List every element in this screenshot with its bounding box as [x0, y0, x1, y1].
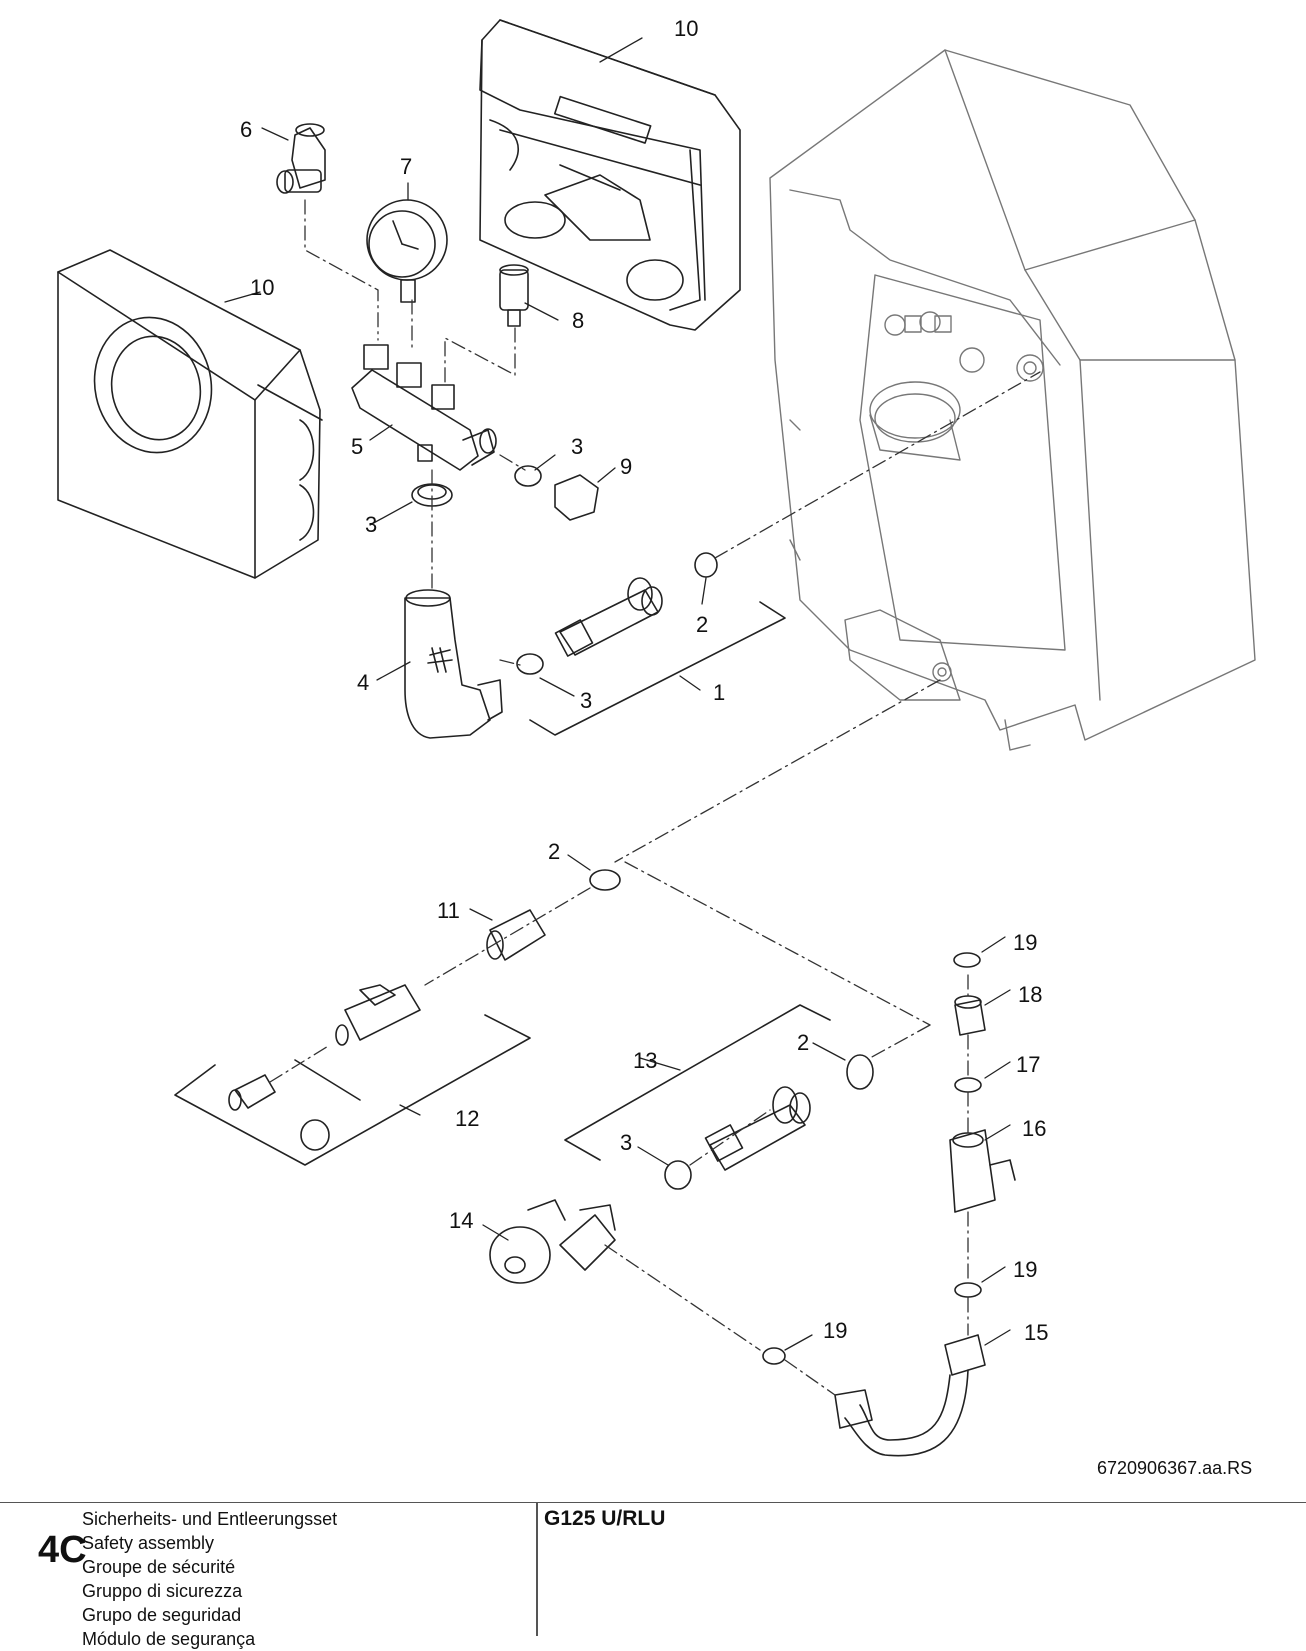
callout-18: 18	[1018, 982, 1042, 1007]
callout-10-left: 10	[250, 275, 274, 300]
model-name: G125 U/RLU	[544, 1507, 666, 1530]
section-titles: Sicherheits- und Entleerungsset Safety a…	[82, 1507, 337, 1651]
callout-5: 5	[351, 434, 363, 459]
callout-3-elbow: 3	[365, 512, 377, 537]
pressure-gauge	[366, 199, 448, 303]
callout-7: 7	[400, 154, 412, 179]
callout-1: 1	[713, 680, 725, 705]
callout-16: 16	[1022, 1116, 1046, 1141]
callout-4: 4	[357, 670, 369, 695]
callout-14: 14	[449, 1208, 473, 1233]
callout-19-top: 19	[1013, 930, 1037, 955]
elbow-fitting	[404, 589, 503, 739]
connection-pipe	[529, 577, 786, 736]
exploded-parts-diagram: 10 6 7 10 8 5 3 9 3 2 4 1 3 2 11 19 18 2…	[57, 16, 1256, 1457]
title-de: Sicherheits- und Entleerungsset	[82, 1509, 338, 1529]
leader-lines	[224, 37, 1011, 1351]
callout-8: 8	[572, 308, 584, 333]
insulation-shell-back	[479, 19, 741, 331]
seals-and-cap	[411, 465, 718, 675]
callout-6: 6	[240, 117, 252, 142]
callout-11: 11	[437, 898, 460, 923]
drain-valve-set	[174, 984, 531, 1166]
adapter-fitting	[486, 869, 621, 961]
callout-19-middle: 19	[1013, 1257, 1037, 1282]
callout-10-top: 10	[674, 16, 698, 41]
boiler-body	[769, 49, 1256, 751]
title-fr: Groupe de sécurité	[82, 1557, 236, 1577]
callout-2-lower: 2	[548, 839, 560, 864]
column-divider	[536, 1503, 538, 1636]
fill-connection-column	[762, 952, 1016, 1457]
callout-13: 13	[633, 1048, 657, 1073]
drain-cock	[489, 1199, 616, 1284]
assembly-lines	[269, 199, 1041, 1396]
drawing-reference: 6720906367.aa.RS	[1097, 1458, 1253, 1478]
callout-2-set: 2	[797, 1030, 809, 1055]
title-es: Grupo de seguridad	[82, 1605, 242, 1625]
title-it: Gruppo di sicurezza	[82, 1581, 243, 1601]
callout-3-pipe: 3	[580, 688, 592, 713]
callout-3-set: 3	[620, 1130, 632, 1155]
callout-15: 15	[1024, 1320, 1048, 1345]
callout-labels: 10 6 7 10 8 5 3 9 3 2 4 1 3 2 11 19 18 2…	[240, 16, 1048, 1345]
callout-9: 9	[620, 454, 632, 479]
title-block: 4C Sicherheits- und Entleerungsset Safet…	[0, 1502, 1306, 1649]
safety-manifold	[351, 344, 497, 471]
safety-valve	[276, 123, 326, 194]
callout-3-manifold: 3	[571, 434, 583, 459]
title-pt: Módulo de segurança	[82, 1629, 256, 1649]
section-code: 4C	[38, 1529, 87, 1571]
title-en: Safety assembly	[82, 1533, 215, 1553]
drain-pipe-set	[564, 1004, 874, 1190]
callout-17: 17	[1016, 1052, 1040, 1077]
air-vent	[499, 264, 529, 327]
callout-12: 12	[455, 1106, 479, 1131]
callout-2-pipe: 2	[696, 612, 708, 637]
callout-19-bottom: 19	[823, 1318, 847, 1343]
front-cover	[57, 249, 323, 579]
